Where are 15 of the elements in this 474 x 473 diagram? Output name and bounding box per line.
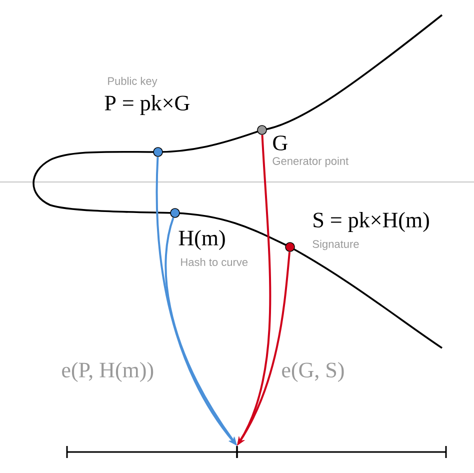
point-caption: Public key bbox=[108, 76, 158, 88]
curve-point bbox=[257, 125, 267, 135]
edge-label: e(G, S) bbox=[280, 361, 346, 383]
curve-point bbox=[285, 242, 295, 252]
curve-point bbox=[153, 147, 163, 157]
point-formula: S = pk×H(m) bbox=[314, 212, 429, 232]
curve-point bbox=[170, 208, 180, 218]
edge-label: e(P, H(m)) bbox=[60, 361, 156, 383]
point-formula: H(m) bbox=[178, 230, 225, 250]
point-formula: P = pk×G bbox=[104, 95, 190, 115]
tick-mark bbox=[236, 446, 238, 458]
point-caption: Hash to curve bbox=[181, 258, 248, 266]
point-caption: Signature bbox=[312, 240, 359, 250]
point-formula: G bbox=[273, 136, 288, 150]
point-caption: Generator point bbox=[272, 156, 349, 168]
